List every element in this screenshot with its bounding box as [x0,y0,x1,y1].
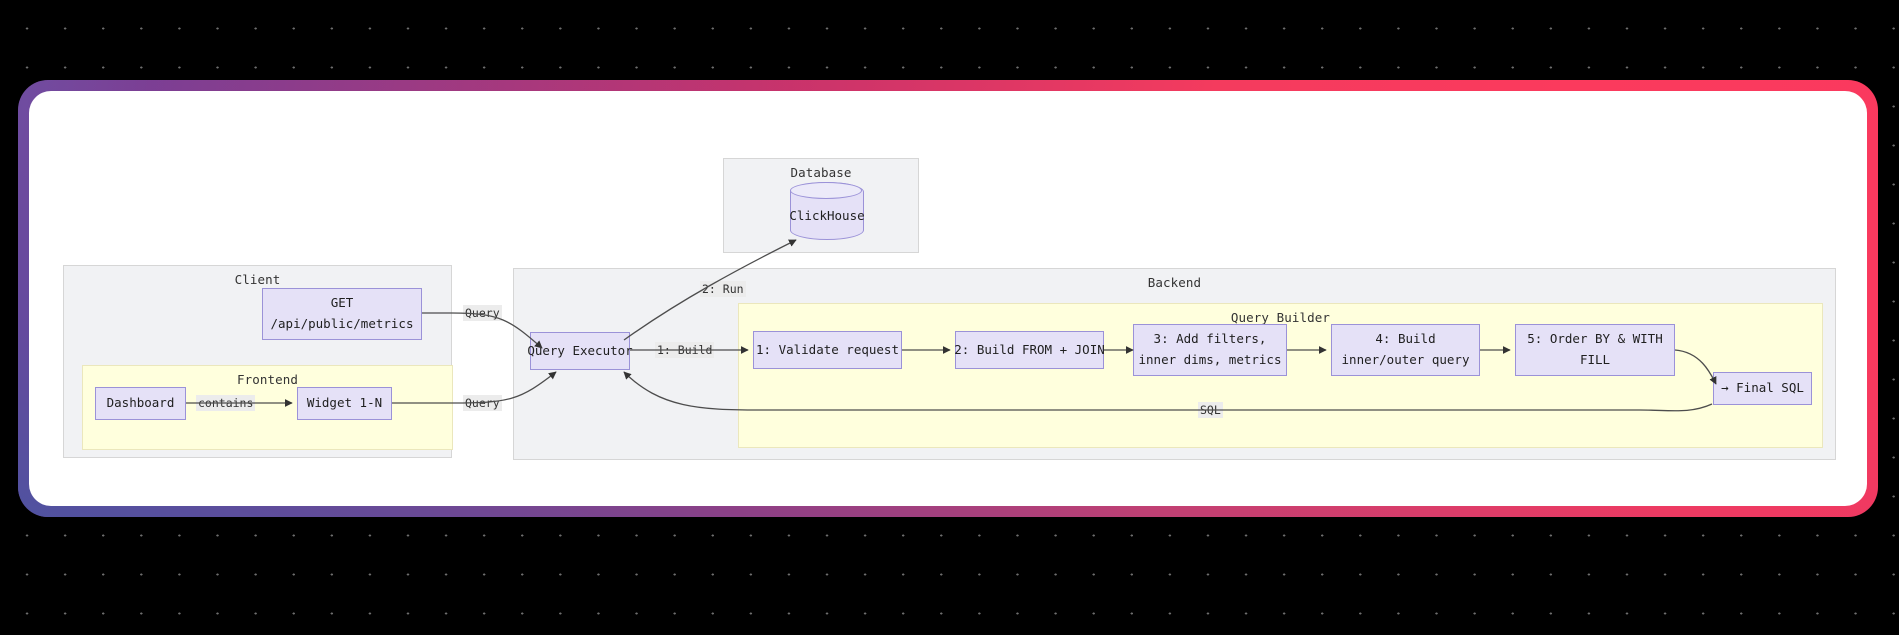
edge-label-run: 2: Run [700,281,746,298]
node-clickhouse[interactable]: ClickHouse [789,182,865,240]
node-clickhouse-label: ClickHouse [789,207,865,223]
cluster-frontend-label: Frontend [236,372,298,387]
node-step-2-build-from-join[interactable]: 2: Build FROM + JOIN [954,331,1105,369]
node-step-5-line-2: FILL [1579,352,1611,367]
node-step-2-label: 2: Build FROM + JOIN [954,341,1105,357]
node-step-5-line-1: 5: Order BY & WITH [1527,331,1663,347]
cluster-database-label: Database [790,165,852,180]
edge-label-contains: contains [196,395,256,412]
node-query-executor[interactable]: Query Executor [527,332,633,370]
node-api-endpoint[interactable]: GET /api/public/metrics [262,288,422,340]
node-step-3-add-filters[interactable]: 3: Add filters, inner dims, metrics [1133,324,1287,376]
cluster-query-builder-label: Query Builder [1230,310,1331,325]
node-step-4-build-inner-outer-query[interactable]: 4: Build inner/outer query [1331,324,1480,376]
node-step-1-validate-request[interactable]: 1: Validate request [753,331,902,369]
node-widget[interactable]: Widget 1-N [297,387,392,420]
edge-label-sql: SQL [1198,402,1223,419]
node-final-sql[interactable]: → Final SQL [1713,372,1812,405]
edge-label-build: 1: Build [655,342,715,359]
node-dashboard[interactable]: Dashboard [95,387,186,420]
node-step-4-line-2: inner/outer query [1341,352,1470,367]
node-step-4-line-1: 4: Build [1375,331,1436,347]
edge-label-query-top: Query [463,305,502,322]
node-final-sql-label: → Final SQL [1721,380,1804,396]
node-step-3-line-1: 3: Add filters, [1153,331,1267,347]
cluster-client-label: Client [234,272,281,287]
node-query-executor-label: Query Executor [527,342,633,358]
api-path: /api/public/metrics [270,316,414,331]
node-step-5-order-by-with-fill[interactable]: 5: Order BY & WITH FILL [1515,324,1675,376]
node-widget-label: Widget 1-N [306,395,383,411]
node-step-1-label: 1: Validate request [756,341,899,357]
node-dashboard-label: Dashboard [106,395,175,411]
cluster-backend-label: Backend [1147,275,1202,290]
api-method: GET [330,295,354,311]
node-step-3-line-2: inner dims, metrics [1138,352,1282,367]
edge-label-query-bottom: Query [463,395,502,412]
